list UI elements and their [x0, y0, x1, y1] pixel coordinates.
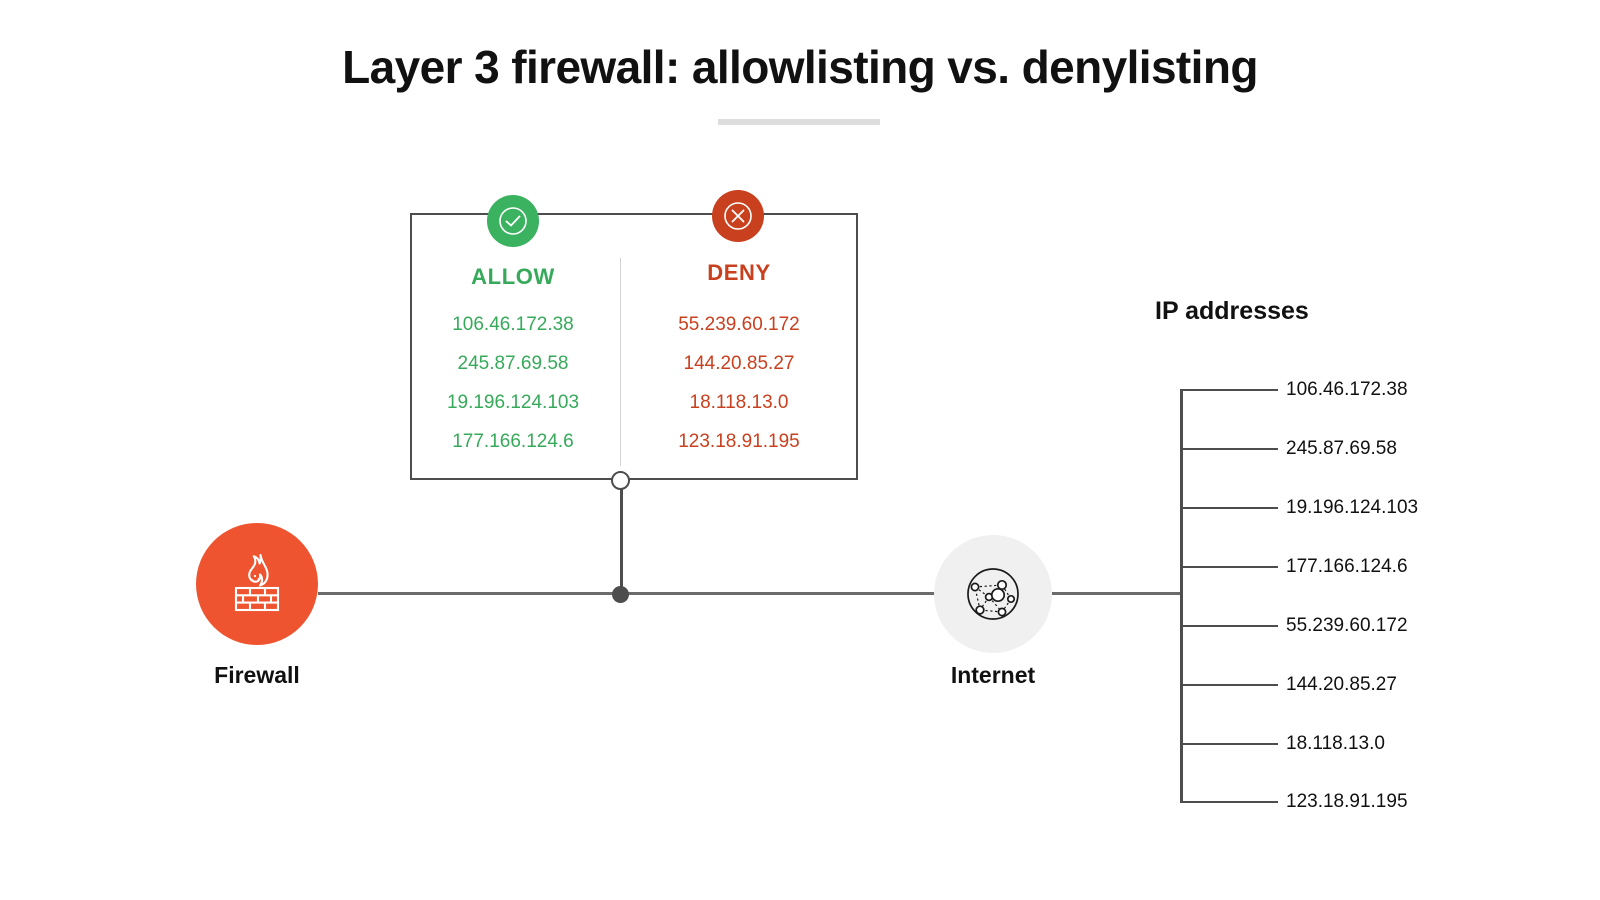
deny-column-heading: DENY — [707, 260, 771, 285]
ip-branch-line — [1180, 684, 1278, 686]
x-circle-icon — [724, 202, 752, 230]
ip-branch-line — [1180, 801, 1278, 803]
allow-column-heading: ALLOW — [471, 264, 555, 289]
ip-address-label: 144.20.85.27 — [1286, 674, 1397, 695]
ip-address-label: 177.166.124.6 — [1286, 556, 1408, 577]
ip-branch-line — [1180, 625, 1278, 627]
drop-connector-top-node — [611, 471, 630, 490]
allow-check-badge — [487, 195, 539, 247]
check-circle-icon — [499, 207, 527, 235]
title-underline-rule — [718, 119, 880, 125]
ip-branch-line — [1180, 389, 1278, 391]
firewall-node — [196, 523, 318, 645]
firewall-label: Firewall — [214, 662, 300, 688]
ip-branch-line — [1180, 507, 1278, 509]
allow-ip-item: 106.46.172.38 — [452, 314, 574, 335]
ip-branch-line — [1180, 743, 1278, 745]
panel-drop-connector — [620, 480, 623, 594]
internet-label: Internet — [950, 662, 1036, 688]
deny-ip-item: 55.239.60.172 — [678, 314, 800, 335]
allow-ip-list: 106.46.172.38 245.87.69.58 19.196.124.10… — [408, 305, 618, 461]
allow-ip-item: 19.196.124.103 — [446, 392, 580, 413]
ip-branch-line — [1180, 566, 1278, 568]
rule-column-divider — [620, 258, 621, 466]
ip-address-label: 123.18.91.195 — [1286, 791, 1408, 812]
deny-ip-item: 123.18.91.195 — [678, 431, 800, 452]
internet-bracket-connector — [1052, 592, 1182, 595]
deny-ip-item: 144.20.85.27 — [683, 353, 795, 374]
ip-addresses-heading: IP addresses — [1155, 297, 1309, 325]
internet-network-globe-icon — [967, 568, 1019, 620]
deny-x-badge — [712, 190, 764, 242]
firewall-flame-brick-icon — [234, 553, 280, 612]
internet-node — [934, 535, 1052, 653]
allow-ip-item: 245.87.69.58 — [457, 353, 569, 374]
ip-branch-line — [1180, 448, 1278, 450]
page-title: Layer 3 firewall: allowlisting vs. denyl… — [342, 41, 1258, 93]
ip-address-label: 19.196.124.103 — [1286, 497, 1419, 518]
ip-address-label: 106.46.172.38 — [1286, 379, 1408, 400]
ip-bracket-spine — [1180, 389, 1183, 803]
allow-ip-item: 177.166.124.6 — [452, 431, 574, 452]
drop-connector-junction-node — [612, 586, 629, 603]
firewall-rule-panel — [410, 213, 858, 480]
ip-address-label: 245.87.69.58 — [1286, 438, 1397, 459]
ip-address-label: 55.239.60.172 — [1286, 615, 1408, 636]
deny-ip-list: 55.239.60.172 144.20.85.27 18.118.13.0 1… — [634, 305, 844, 461]
deny-ip-item: 18.118.13.0 — [689, 392, 789, 413]
ip-address-label: 18.118.13.0 — [1286, 733, 1385, 754]
